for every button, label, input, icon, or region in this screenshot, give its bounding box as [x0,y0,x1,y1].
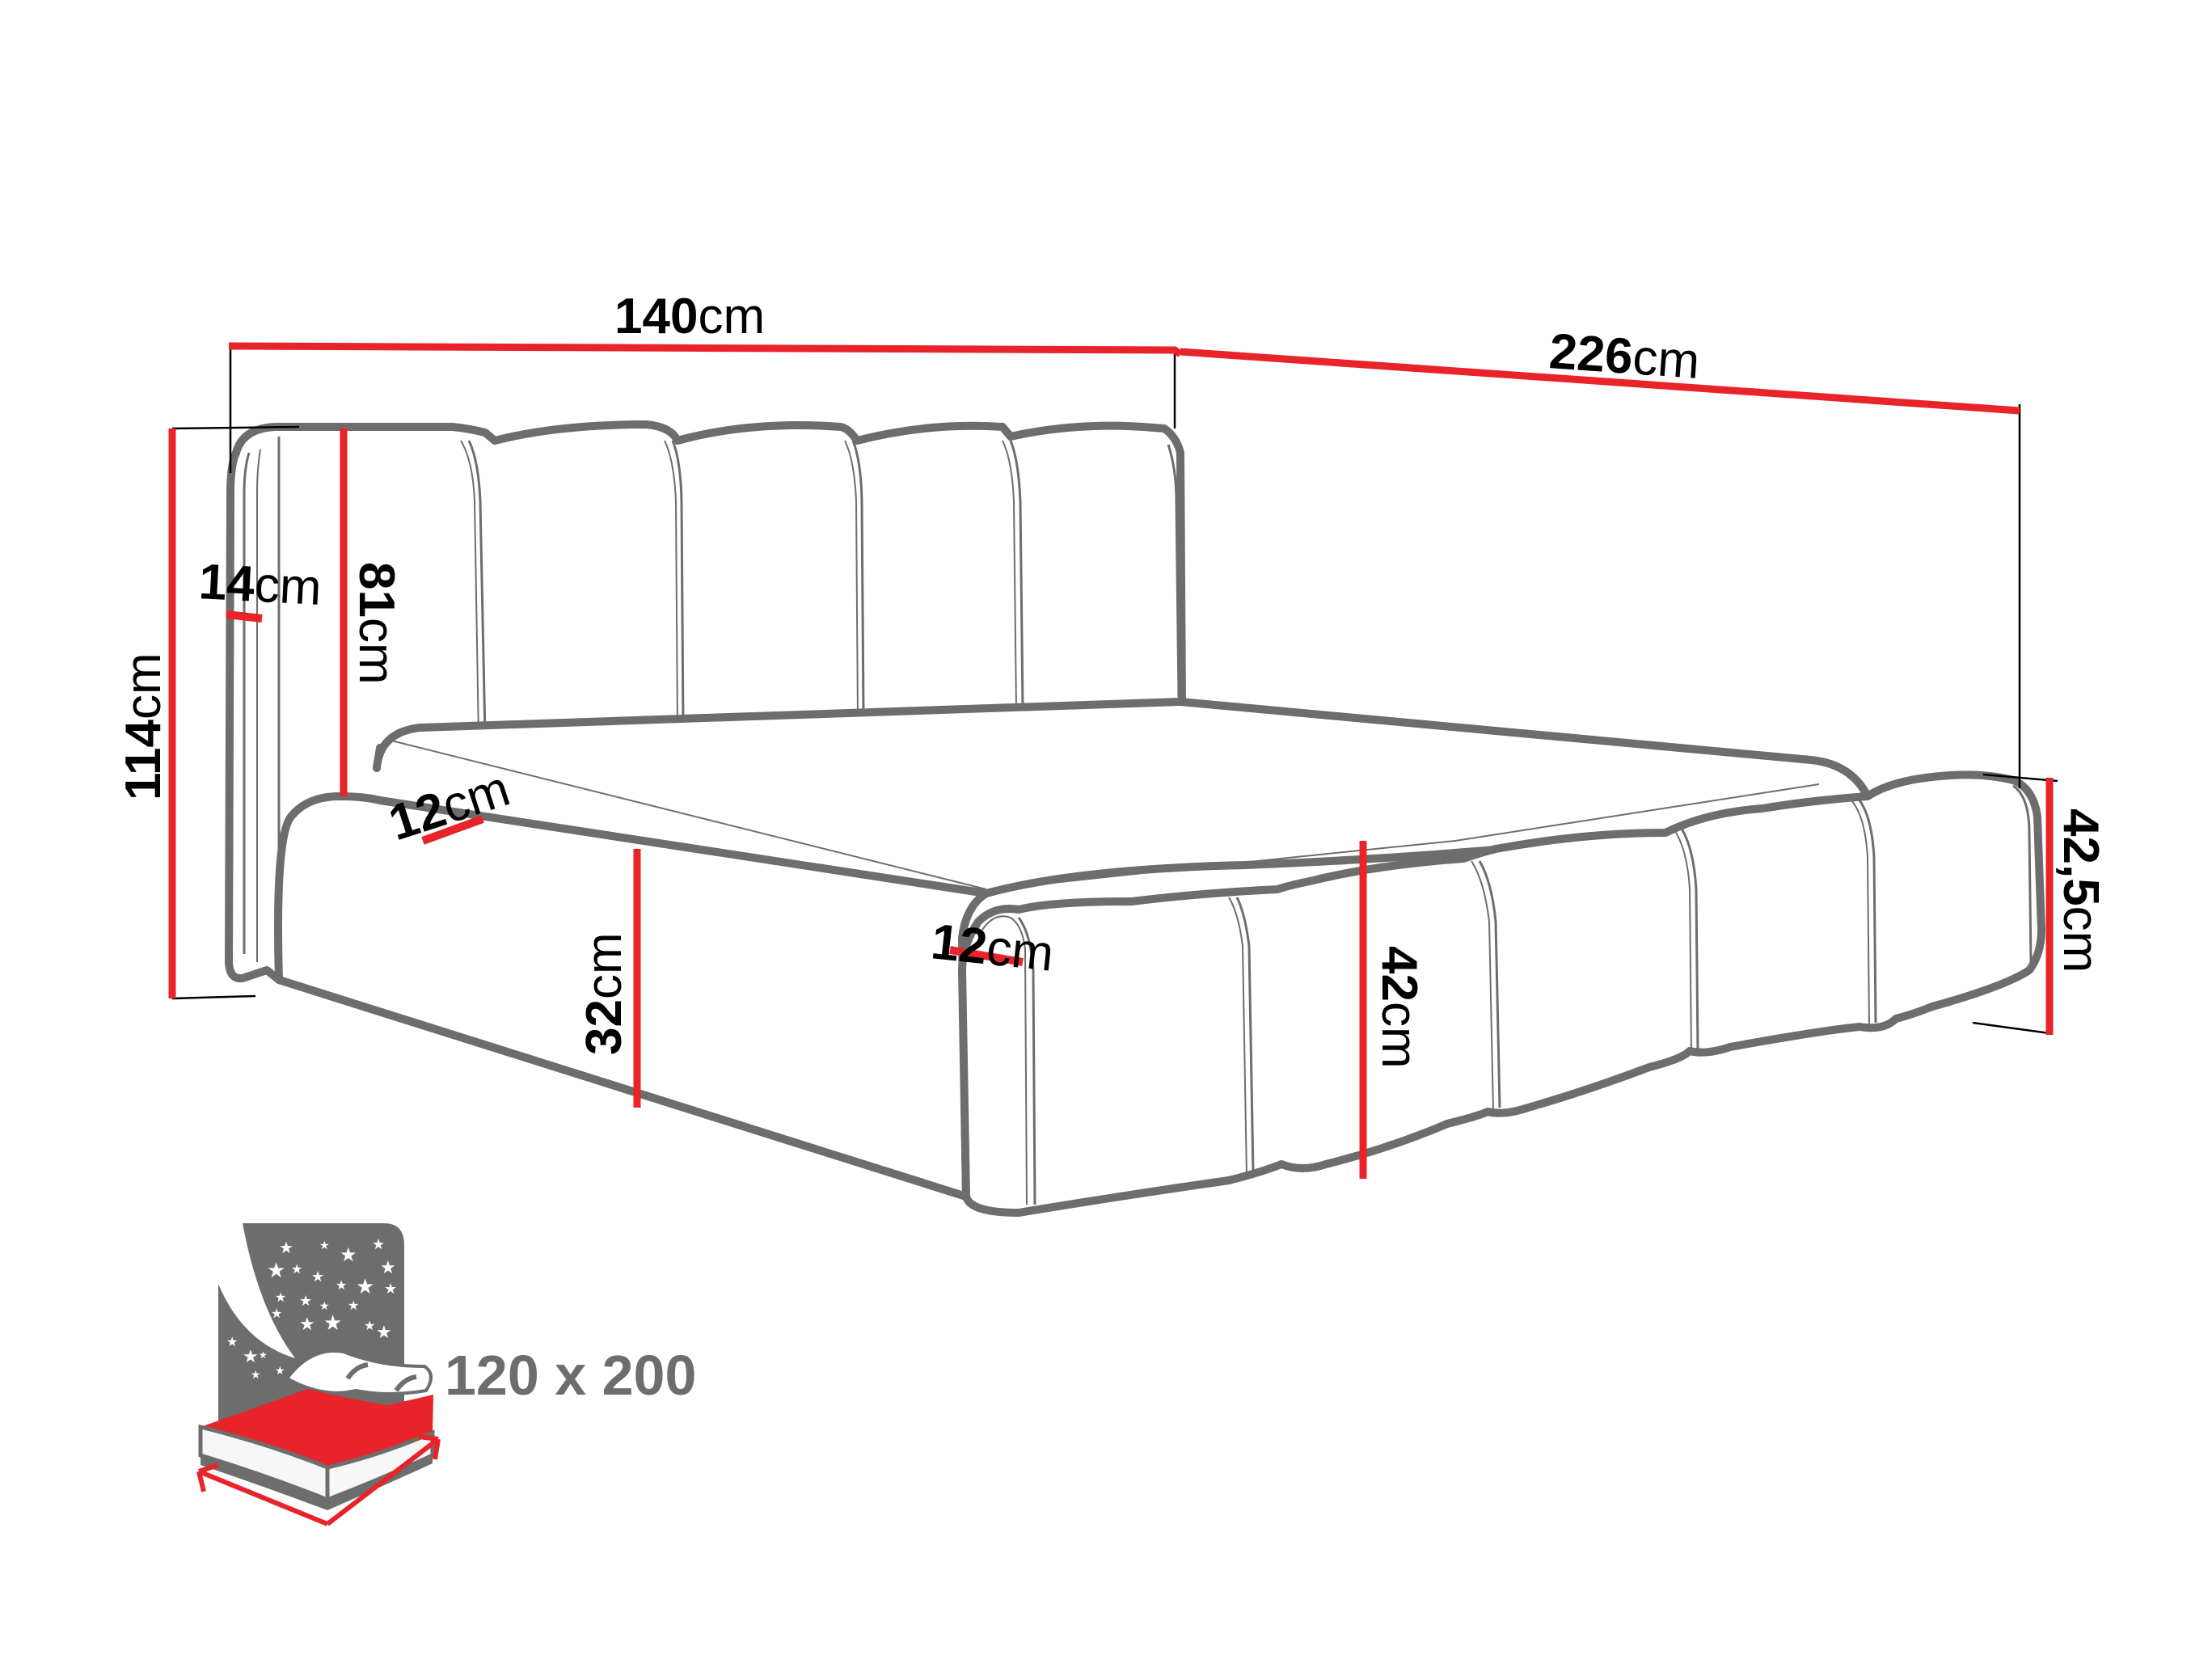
dimension-lines [168,342,2054,1179]
svg-text:★: ★ [336,1279,347,1293]
svg-text:★: ★ [356,1275,374,1298]
label-footboard-height: 42cm [1371,946,1427,1069]
dim-line-side-rail [421,815,484,845]
dim-line-headboard-depth [226,610,263,623]
svg-text:★: ★ [299,1314,315,1334]
footboard [958,770,2045,1217]
bed-drawing [225,420,2045,1217]
label-length: 226cm [1547,323,1701,390]
svg-text:★: ★ [226,1336,238,1349]
svg-text:★: ★ [243,1346,259,1366]
headboard [232,420,1186,772]
label-footboard-width: 12cm [929,914,1057,981]
label-rear-height: 42,5cm [2053,808,2109,973]
side-rail [274,792,990,1201]
label-width: 140cm [614,289,765,344]
svg-text:★: ★ [348,1299,359,1313]
mattress-sheet-icon [201,1389,433,1467]
svg-text:★: ★ [376,1322,392,1342]
svg-text:★: ★ [323,1311,342,1335]
dim-line-length [1180,348,2020,415]
label-headboard-height: 81cm [348,562,404,685]
extension-lines [171,348,2058,1035]
length-arrow-icon [326,1434,441,1526]
stars-icon: ★ ★ ★ ★ ★ ★ ★ ★ ★ ★ ★ ★ ★ ★ ★ ★ ★ ★ ★ ★ … [226,1236,397,1382]
label-side-height: 32cm [576,932,632,1055]
svg-text:★: ★ [271,1307,282,1321]
svg-text:★: ★ [299,1293,312,1309]
mattress-size-label: 120 x 200 [445,1344,696,1407]
headboard-channels [460,440,1180,738]
pillow-icon [285,1349,433,1395]
svg-text:★: ★ [319,1240,330,1252]
svg-text:★: ★ [251,1370,261,1382]
svg-text:★: ★ [291,1263,302,1277]
svg-text:★: ★ [384,1281,397,1297]
label-total-height: 114cm [116,652,171,800]
label-headboard-depth: 14cm [197,554,323,616]
svg-text:★: ★ [340,1245,357,1266]
svg-text:★: ★ [267,1259,285,1282]
dim-line-footboard-width [949,946,1024,966]
svg-text:★: ★ [380,1257,396,1277]
width-arrow-icon [196,1463,329,1526]
svg-text:★: ★ [372,1236,385,1252]
bed-mattress-night-icon: ★ ★ ★ ★ ★ ★ ★ ★ ★ ★ ★ ★ ★ ★ ★ ★ ★ ★ ★ ★ … [196,1223,696,1526]
svg-text:★: ★ [311,1269,324,1285]
svg-text:★: ★ [259,1349,268,1361]
svg-text:★: ★ [279,1239,293,1257]
headboard-side-roll [225,449,283,984]
dim-line-width [228,342,1183,357]
svg-text:★: ★ [275,1291,286,1305]
svg-text:★: ★ [364,1319,375,1333]
svg-text:★: ★ [275,1366,285,1378]
svg-text:★: ★ [319,1301,330,1313]
